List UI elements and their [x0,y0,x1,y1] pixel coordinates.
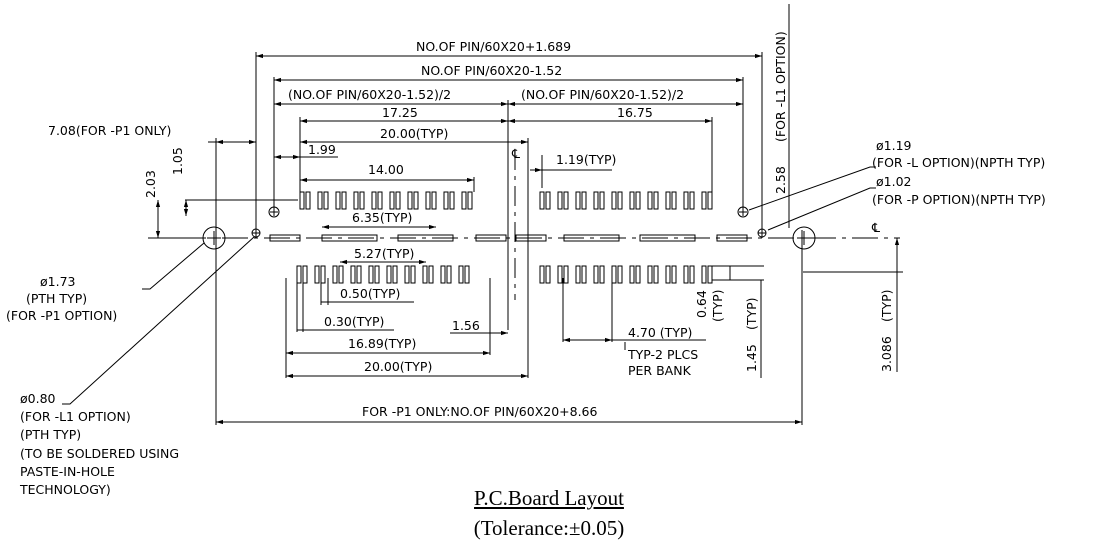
label-typ2-1: TYP-2 PLCS [627,347,698,362]
label-064-typ: (TYP) [710,289,725,322]
label-centerline: ℄ [511,146,520,161]
label-1689-bot: 16.89(TYP) [348,336,416,351]
hole-173-left [202,226,226,250]
label-3086-typ: (TYP) [879,289,894,322]
label-064: 0.64 [694,290,709,318]
label-l1-option: (FOR -L1 OPTION) [773,31,788,142]
caption-tolerance: (Tolerance:±0.05) [473,516,625,540]
callout-119-note: (FOR -L OPTION)(NPTH TYP) [872,155,1045,170]
extension-lines [215,52,803,425]
label-2000-bot: 20.00(TYP) [364,359,432,374]
label-1725: 17.25 [382,105,418,120]
label-1675: 16.75 [617,105,653,120]
label-p1-bottom: FOR -P1 ONLY:NO.OF PIN/60X20+8.66 [362,404,598,419]
callout-080-l3: (PTH TYP) [20,427,81,442]
callout-173: ø1.73 [40,274,75,289]
label-145-typ: (TYP) [744,297,759,330]
label-203: 2.03 [143,170,158,198]
dimension-lines [155,4,900,425]
callout-173-l2: (PTH TYP) [26,291,87,306]
label-1400: 14.00 [368,162,404,177]
callout-080-l6: TECHNOLOGY) [19,482,111,497]
callout-173-l3: (FOR -P1 OPTION) [6,308,117,323]
label-258: 2.58 [773,166,788,194]
bottom-pins-right [539,265,713,284]
label-199: 1.99 [308,142,336,157]
label-105: 1.05 [170,147,185,175]
label-470: 4.70 (TYP) [628,325,692,340]
hole-173-right [792,226,816,250]
label-527: 5.27(TYP) [354,246,414,261]
label-centerline-right: ℄ [871,220,880,235]
label-145: 1.45 [744,344,759,372]
label-half-left: (NO.OF PIN/60X20-1.52)/2 [288,87,451,102]
hole-callouts: ø1.19 (FOR -L OPTION)(NPTH TYP) ø1.02 (F… [6,138,1046,497]
leaders [62,166,876,405]
callout-080-l5: PASTE-IN-HOLE [20,464,115,479]
label-030: 0.30(TYP) [324,314,384,329]
label-3086: 3.086 [879,336,894,372]
callout-119: ø1.19 [876,138,912,153]
label-overall-1689: NO.OF PIN/60X20+1.689 [416,39,571,54]
top-pins-right [539,191,713,210]
holes [202,206,816,250]
label-708: 7.08(FOR -P1 ONLY) [48,123,171,138]
callout-102: ø1.02 [876,174,911,189]
label-119: 1.19(TYP) [556,152,616,167]
caption-title: P.C.Board Layout [474,486,624,510]
top-pins-left [299,191,473,210]
hole-119-left [268,206,280,218]
label-half-right: (NO.OF PIN/60X20-1.52)/2 [521,87,684,102]
label-156: 1.56 [452,318,480,333]
callout-080: ø0.80 [20,391,56,406]
center-pads [269,234,748,242]
dimension-labels: NO.OF PIN/60X20+1.689 NO.OF PIN/60X20-1.… [48,31,894,419]
bottom-pins-left [296,265,470,284]
label-050: 0.50(TYP) [340,286,400,301]
label-635: 6.35(TYP) [352,210,412,225]
hole-119-right [737,206,749,218]
label-overall-152: NO.OF PIN/60X20-1.52 [421,63,562,78]
horizontal-extensions [148,199,903,281]
callout-080-l2: (FOR -L1 OPTION) [20,409,131,424]
callout-080-l4: (TO BE SOLDERED USING [20,446,179,461]
label-2000-top: 20.00(TYP) [380,126,448,141]
callout-102-note: (FOR -P OPTION)(NPTH TYP) [872,192,1046,207]
label-typ2-2: PER BANK [628,363,692,378]
